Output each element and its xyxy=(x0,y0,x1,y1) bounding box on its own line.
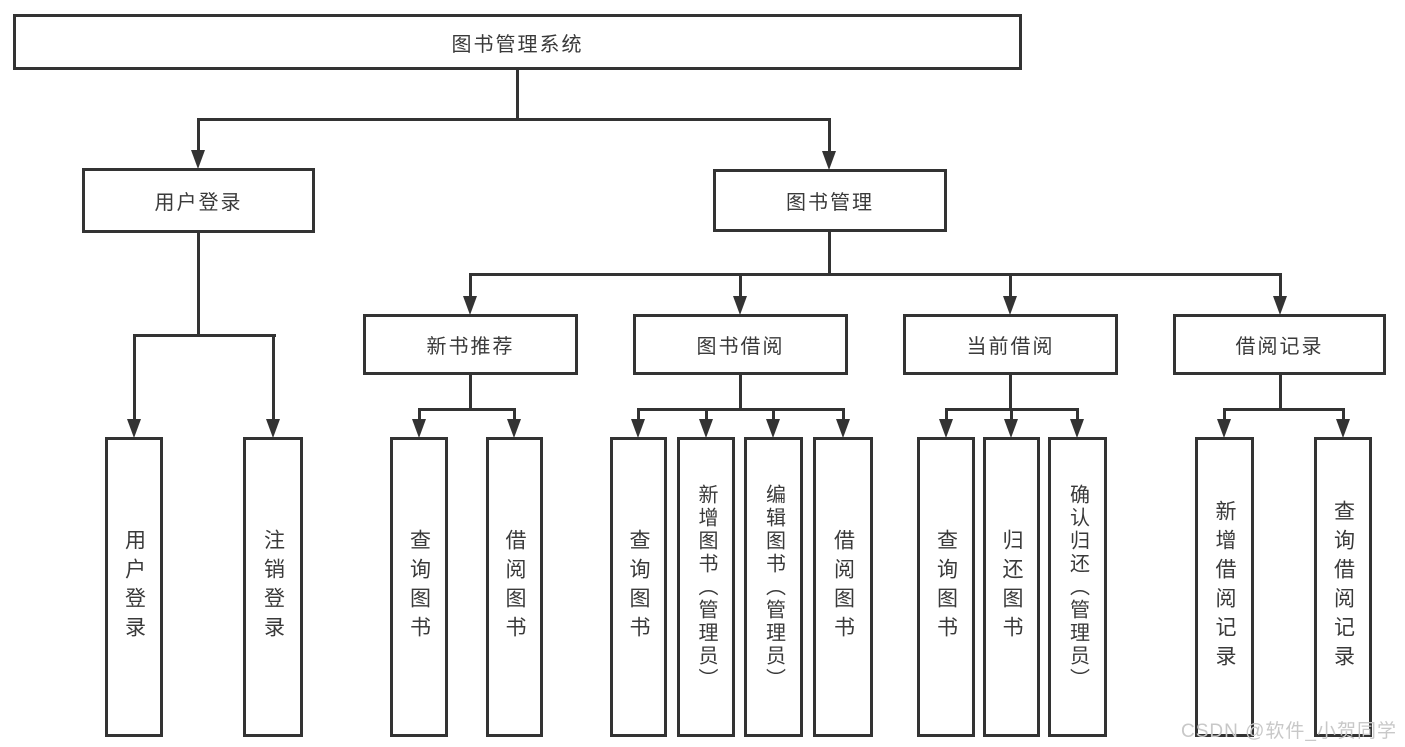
node-borrow-record: 借阅记录 xyxy=(1173,314,1386,375)
leaf-query-books-recommend: 查询图书 xyxy=(390,437,448,737)
line xyxy=(271,334,275,420)
line xyxy=(417,408,421,422)
node-book-borrow: 图书借阅 xyxy=(633,314,848,375)
line xyxy=(417,408,516,411)
leaf-borrow-books-recommend: 借阅图书 xyxy=(486,437,543,737)
leaf-query-books-borrow-label: 查询图书 xyxy=(627,529,650,645)
line xyxy=(196,118,200,152)
line xyxy=(1075,408,1079,422)
arrowhead xyxy=(463,296,477,315)
leaf-query-borrow-record: 查询借阅记录 xyxy=(1314,437,1372,737)
line xyxy=(1008,375,1012,411)
node-root: 图书管理系统 xyxy=(13,14,1022,70)
leaf-borrow-books: 借阅图书 xyxy=(813,437,873,737)
arrowhead xyxy=(1336,419,1350,438)
node-root-label: 图书管理系统 xyxy=(451,33,584,56)
arrowhead xyxy=(191,150,205,169)
line xyxy=(1222,408,1226,422)
line xyxy=(196,118,831,121)
arrowhead xyxy=(631,419,645,438)
arrowhead xyxy=(507,419,521,438)
line xyxy=(738,375,742,411)
arrowhead xyxy=(699,419,713,438)
arrowhead xyxy=(939,419,953,438)
leaf-logout-login: 注销登录 xyxy=(243,437,303,737)
node-book-management-label: 图书管理 xyxy=(786,192,874,214)
leaf-return-books-label: 归还图书 xyxy=(1000,529,1023,645)
line xyxy=(1341,408,1345,422)
line xyxy=(468,273,1282,276)
leaf-edit-books-admin: 编辑图书（管理员） xyxy=(744,437,803,737)
leaf-edit-books-admin-label: 编辑图书（管理员） xyxy=(762,483,785,691)
arrowhead xyxy=(266,419,280,438)
line xyxy=(468,273,472,298)
leaf-query-books-recommend-label: 查询图书 xyxy=(407,529,431,645)
arrowhead xyxy=(127,419,141,438)
leaf-query-books-current-label: 查询图书 xyxy=(934,529,958,645)
line xyxy=(827,232,831,276)
leaf-add-books-admin-label: 新增图书（管理员） xyxy=(695,483,717,691)
line xyxy=(512,408,516,422)
line xyxy=(636,408,640,422)
node-book-borrow-label: 图书借阅 xyxy=(696,336,785,358)
leaf-user-login: 用户登录 xyxy=(105,437,163,737)
leaf-return-books: 归还图书 xyxy=(983,437,1040,737)
leaf-query-borrow-record-label: 查询借阅记录 xyxy=(1331,500,1355,674)
line xyxy=(1278,273,1282,298)
leaf-add-borrow-record: 新增借阅记录 xyxy=(1195,437,1254,737)
leaf-add-borrow-record-label: 新增借阅记录 xyxy=(1213,500,1236,674)
leaf-borrow-books-label: 借阅图书 xyxy=(831,529,855,645)
arrowhead xyxy=(1070,419,1084,438)
line xyxy=(1278,375,1282,411)
line xyxy=(132,334,136,420)
line xyxy=(738,273,742,298)
line xyxy=(771,408,775,422)
arrowhead xyxy=(412,419,426,438)
line xyxy=(827,118,831,152)
leaf-confirm-return-admin-label: 确认归还（管理员） xyxy=(1066,483,1089,691)
line xyxy=(841,408,845,422)
line xyxy=(944,408,948,422)
node-user-login: 用户登录 xyxy=(82,168,315,233)
leaf-user-login-label: 用户登录 xyxy=(122,529,146,645)
line xyxy=(636,408,845,411)
arrowhead xyxy=(836,419,850,438)
line xyxy=(704,408,708,422)
csdn-watermark: CSDN @软件_小贺同学 xyxy=(1181,721,1397,742)
node-borrow-record-label: 借阅记录 xyxy=(1235,336,1324,358)
line xyxy=(1009,408,1013,422)
leaf-add-books-admin: 新增图书（管理员） xyxy=(677,437,735,737)
line xyxy=(1008,273,1012,298)
node-user-login-label: 用户登录 xyxy=(154,192,243,214)
arrowhead xyxy=(1004,419,1018,438)
line xyxy=(1222,408,1345,411)
line xyxy=(468,375,472,411)
node-book-management: 图书管理 xyxy=(713,169,947,232)
leaf-logout-login-label: 注销登录 xyxy=(261,529,285,645)
arrowhead xyxy=(1003,296,1017,315)
arrowhead xyxy=(1217,419,1231,438)
node-new-book-recommend-label: 新书推荐 xyxy=(426,336,515,358)
node-new-book-recommend: 新书推荐 xyxy=(363,314,578,375)
node-current-borrow-label: 当前借阅 xyxy=(966,336,1055,358)
arrowhead xyxy=(766,419,780,438)
line xyxy=(515,70,519,119)
leaf-query-books-borrow: 查询图书 xyxy=(610,437,667,737)
leaf-borrow-books-recommend-label: 借阅图书 xyxy=(503,529,526,645)
arrowhead xyxy=(1273,296,1287,315)
node-current-borrow: 当前借阅 xyxy=(903,314,1118,375)
leaf-confirm-return-admin: 确认归还（管理员） xyxy=(1048,437,1107,737)
arrowhead xyxy=(822,151,836,170)
leaf-query-books-current: 查询图书 xyxy=(917,437,975,737)
line xyxy=(132,334,276,337)
arrowhead xyxy=(733,296,747,315)
line xyxy=(196,233,200,337)
